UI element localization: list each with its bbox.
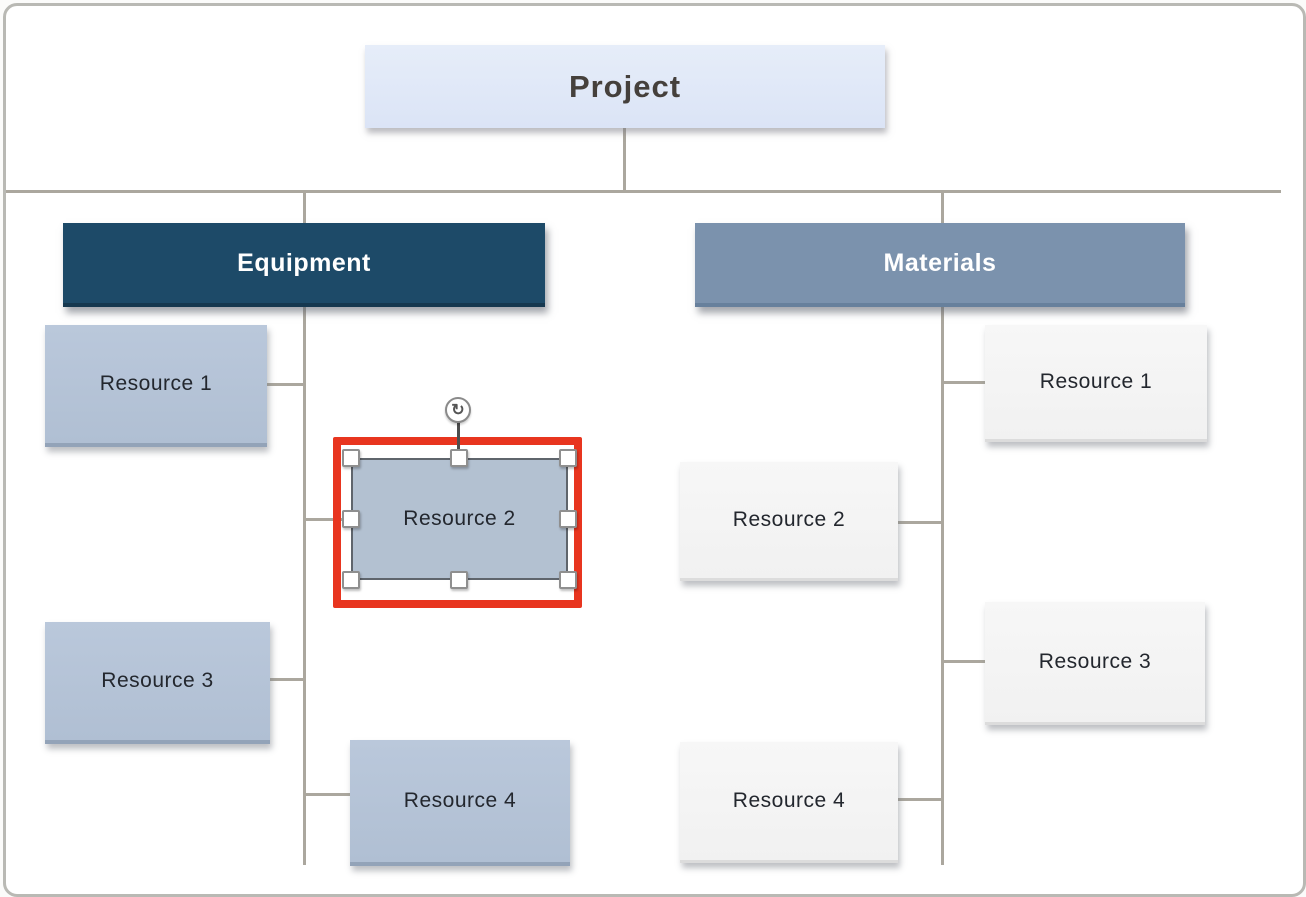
node-eq-resource-1-label: Resource 1 — [99, 372, 213, 395]
resize-handle-bottom-middle[interactable] — [450, 571, 468, 589]
node-mat-resource-2[interactable]: Resource 2 — [680, 462, 898, 581]
connector-eq-r1 — [266, 383, 306, 386]
connector-equipment-trunk — [303, 303, 306, 865]
resize-handle-bottom-left[interactable] — [342, 571, 360, 589]
resize-handle-top-left[interactable] — [342, 449, 360, 467]
node-mat-resource-4[interactable]: Resource 4 — [680, 742, 898, 863]
connector-eq-r2 — [305, 518, 353, 521]
node-mat-resource-2-label: Resource 2 — [732, 508, 846, 531]
connector-root-stem — [623, 128, 626, 192]
connector-materials-stub — [941, 192, 944, 225]
connector-eq-r3 — [268, 678, 306, 681]
node-eq-resource-4-label: Resource 4 — [403, 789, 517, 812]
connector-main-horizontal — [6, 190, 1281, 193]
rotate-icon[interactable]: ↻ — [445, 397, 471, 423]
node-equipment-label: Equipment — [237, 248, 371, 277]
node-project-label: Project — [568, 68, 682, 104]
node-eq-resource-3-label: Resource 3 — [101, 669, 214, 692]
slide-card — [3, 3, 1306, 897]
connector-materials-trunk — [941, 303, 944, 865]
node-materials-label: Materials — [883, 248, 997, 277]
connector-equipment-stub — [303, 192, 306, 225]
connector-mat-r3 — [942, 660, 987, 663]
node-eq-resource-2[interactable]: Resource 2 — [351, 458, 568, 580]
node-equipment-header[interactable]: Equipment — [63, 223, 545, 307]
node-mat-resource-1[interactable]: Resource 1 — [985, 325, 1207, 442]
node-project[interactable]: Project — [365, 45, 885, 128]
connector-mat-r4 — [897, 798, 944, 801]
node-mat-resource-1-label: Resource 1 — [1039, 370, 1153, 393]
node-materials-header[interactable]: Materials — [695, 223, 1185, 307]
selection-group: Resource 2 ↻ — [342, 397, 577, 589]
connector-mat-r2 — [897, 521, 944, 524]
resize-handle-top-right[interactable] — [559, 449, 577, 467]
connector-eq-r4 — [305, 793, 353, 796]
connector-mat-r1 — [942, 381, 987, 384]
resize-handle-top-middle[interactable] — [450, 449, 468, 467]
node-eq-resource-3[interactable]: Resource 3 — [45, 622, 270, 744]
resize-handle-bottom-right[interactable] — [559, 571, 577, 589]
resize-handle-middle-left[interactable] — [342, 510, 360, 528]
node-eq-resource-1[interactable]: Resource 1 — [45, 325, 267, 447]
node-mat-resource-4-label: Resource 4 — [732, 789, 846, 812]
node-mat-resource-3-label: Resource 3 — [1038, 650, 1152, 673]
node-eq-resource-2-label: Resource 2 — [403, 507, 516, 530]
rotation-stem — [457, 421, 460, 458]
node-mat-resource-3[interactable]: Resource 3 — [985, 602, 1205, 725]
node-eq-resource-4[interactable]: Resource 4 — [350, 740, 570, 866]
resize-handle-middle-right[interactable] — [559, 510, 577, 528]
